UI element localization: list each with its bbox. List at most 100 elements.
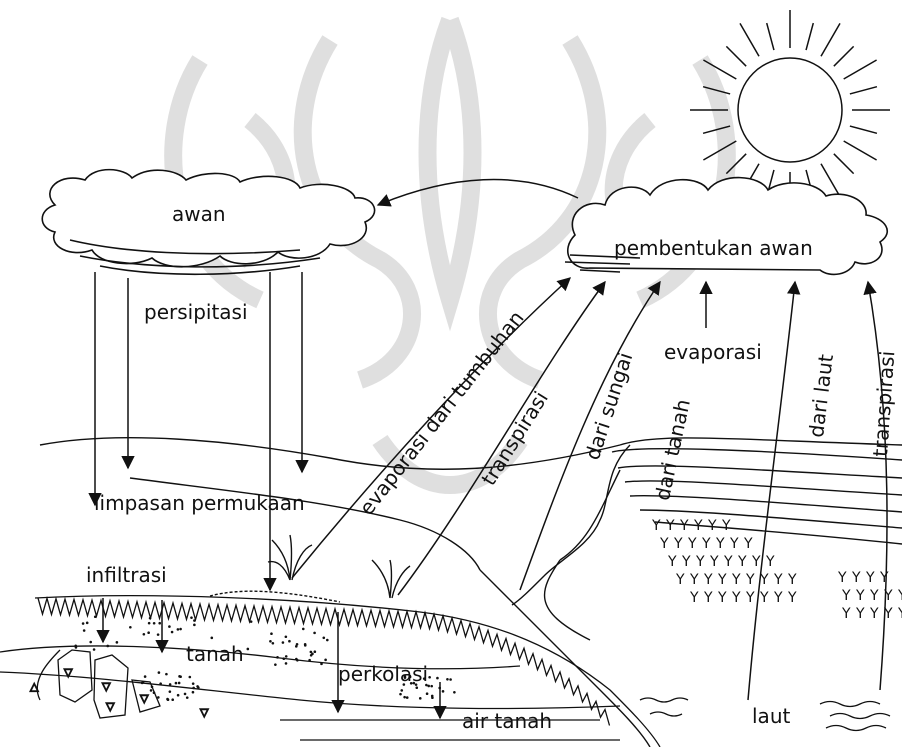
soil-dot — [320, 663, 323, 666]
soil-dot — [302, 628, 305, 631]
soil-dot — [171, 698, 174, 701]
vegetation-mark: Y — [773, 590, 783, 606]
sun-ray — [806, 23, 813, 50]
vegetation-mark: Y — [865, 570, 875, 586]
soil-dot — [169, 683, 172, 686]
vegetation-mark: Y — [689, 572, 699, 588]
soil-dot — [169, 690, 172, 693]
soil-dot — [165, 673, 168, 676]
vegetation-mark: Y — [673, 536, 683, 552]
label-tanah: tanah — [186, 644, 244, 664]
vegetation-mark: Y — [897, 588, 902, 604]
sun-ray — [844, 60, 877, 79]
soil-dot — [428, 676, 431, 679]
label-pembentukan-awan: pembentukan awan — [614, 238, 813, 258]
soil-dot — [403, 696, 406, 699]
vegetation-mark: Y — [869, 588, 879, 604]
vegetation-mark: Y — [689, 590, 699, 606]
sun-ray — [740, 23, 759, 56]
vegetation-mark: Y — [879, 570, 889, 586]
vegetation-mark: Y — [687, 536, 697, 552]
vegetation-mark: Y — [855, 606, 865, 622]
vegetation-mark: Y — [703, 590, 713, 606]
sun-ray — [821, 164, 840, 197]
rock-blocks: ▽ ▽ ▽ ▽ ▽ △ — [30, 650, 209, 719]
soil-dot — [314, 650, 317, 653]
soil-dot — [453, 691, 456, 694]
soil-dot — [324, 659, 327, 662]
vegetation-mark: Y — [717, 590, 727, 606]
soil-dot — [93, 648, 96, 651]
soil-dot — [274, 663, 277, 666]
soil-dot — [431, 696, 434, 699]
soil-dot — [177, 628, 180, 631]
soil-dot — [175, 682, 178, 685]
soil-dot — [144, 675, 147, 678]
soil-dot — [106, 645, 109, 648]
label-awan: awan — [172, 204, 226, 224]
soil-dot — [426, 692, 429, 695]
vegetation-mark: Y — [721, 518, 731, 534]
soil-dot — [184, 693, 187, 696]
svg-text:▽: ▽ — [106, 700, 115, 713]
label-evaporasi: evaporasi — [664, 342, 762, 362]
svg-text:▽: ▽ — [102, 680, 111, 693]
vegetation-mark: Y — [729, 536, 739, 552]
soil-dot — [86, 622, 89, 625]
vegetation-mark: Y — [841, 588, 851, 604]
label-limpasan-permukaan: limpasan permukaan — [94, 493, 305, 513]
soil-dot — [171, 631, 174, 634]
soil-dot — [141, 682, 144, 685]
soil-dot — [193, 624, 196, 627]
label-perkolasi: perkolasi — [338, 664, 428, 684]
label-laut: laut — [752, 706, 790, 726]
soil-dot — [159, 682, 162, 685]
sun-ray — [821, 23, 840, 56]
sun-ray — [834, 154, 854, 174]
label-air-tanah: air tanah — [462, 711, 552, 731]
soil-dot — [82, 622, 85, 625]
soil-dot — [158, 622, 161, 625]
soil-dot — [89, 641, 92, 644]
soil-dot — [415, 686, 418, 689]
soil-dot — [296, 643, 299, 646]
soil-dot — [308, 659, 311, 662]
soil-dot — [178, 682, 181, 685]
soil-dot — [311, 653, 314, 656]
vegetation-mark: Y — [841, 606, 851, 622]
soil-dot — [158, 671, 161, 674]
soil-dot — [399, 693, 402, 696]
soil-dot — [179, 675, 182, 678]
soil-dot — [151, 685, 154, 688]
vegetation-mark: Y — [869, 606, 879, 622]
soil-dot — [167, 698, 170, 701]
soil-dot — [326, 639, 329, 642]
soil-dot — [282, 657, 285, 660]
sun-ray — [850, 126, 877, 133]
soil-dot — [250, 620, 253, 623]
soil-dot — [153, 622, 156, 625]
vegetation-mark: Y — [883, 588, 893, 604]
vegetation-mark: Y — [773, 572, 783, 588]
label-persipitasi: persipitasi — [144, 302, 248, 322]
soil-dot — [179, 628, 182, 631]
sun-ray — [767, 23, 774, 50]
vegetation-mark: Y — [751, 554, 761, 570]
soil-dot — [406, 696, 409, 699]
soil-dot — [269, 640, 272, 643]
vegetation-mark: Y — [765, 554, 775, 570]
soil-dot — [419, 697, 422, 700]
soil-dot — [129, 626, 132, 629]
soil-dot — [189, 676, 192, 679]
soil-dot — [177, 694, 180, 697]
soil-dot — [150, 689, 153, 692]
vegetation-mark: Y — [745, 572, 755, 588]
soil-dot — [168, 625, 171, 628]
soil-dot — [143, 633, 146, 636]
soil-dot — [285, 655, 288, 658]
vegetation-mark: Y — [731, 572, 741, 588]
vegetation-mark: Y — [731, 590, 741, 606]
soil-dot — [153, 691, 156, 694]
